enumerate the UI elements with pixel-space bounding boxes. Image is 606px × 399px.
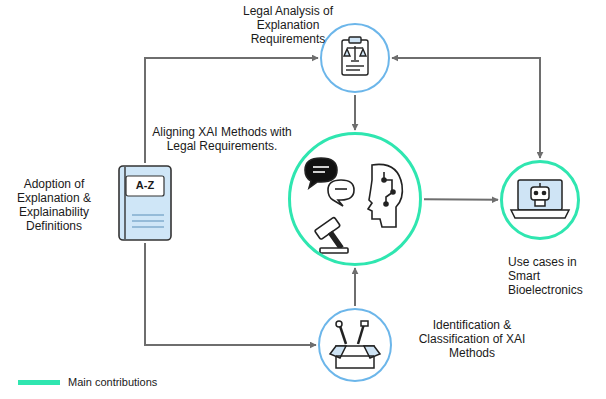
legal-document-icon xyxy=(342,37,368,75)
node-outline xyxy=(318,308,392,382)
legend-text: Main contributions xyxy=(68,376,157,388)
circle-outline xyxy=(502,162,579,239)
flow-arrow xyxy=(145,243,316,345)
laptop-robot-icon xyxy=(511,180,569,218)
book-cover xyxy=(119,166,171,240)
ai-law-icon xyxy=(305,158,402,254)
node-outline xyxy=(118,165,172,241)
circle-outline xyxy=(290,134,421,265)
node-outline xyxy=(320,23,390,93)
node-outline xyxy=(288,132,422,266)
contribution-circle: Use cases in Smart Bioelectronics xyxy=(500,160,580,240)
flow-arrow xyxy=(424,198,498,200)
circle-outline xyxy=(321,24,389,92)
node-label: Legal Analysis of Explanation Requiremen… xyxy=(236,4,340,46)
node-label: Identification & Classification of XAI M… xyxy=(416,318,528,360)
node-outline xyxy=(500,160,580,240)
legend-swatch xyxy=(18,380,60,385)
book-line xyxy=(132,214,164,215)
node-label: Aligning XAI Methods with Legal Requirem… xyxy=(150,125,294,153)
legend-entry: Main contributions xyxy=(18,376,157,388)
node-label: Adoption of Explanation & Explainability… xyxy=(8,177,100,233)
flow-arrow xyxy=(354,268,356,306)
process-circle: Identification & Classification of XAI M… xyxy=(318,308,392,382)
flow-arrow xyxy=(145,58,318,163)
process-circle: Legal Analysis of Explanation Requiremen… xyxy=(320,23,390,93)
book-text: A-Z xyxy=(127,178,163,192)
toolbox-icon xyxy=(330,321,380,368)
book-line xyxy=(132,220,164,221)
flow-arrow xyxy=(354,95,356,130)
book-line xyxy=(132,226,164,227)
node-label: Use cases in Smart Bioelectronics xyxy=(508,255,596,297)
circle-outline xyxy=(319,309,391,381)
flow-arrow xyxy=(392,58,540,158)
contribution-circle: Aligning XAI Methods with Legal Requirem… xyxy=(288,132,422,266)
book-label xyxy=(126,176,164,196)
book-icon: A-ZAdoption of Explanation & Explainabil… xyxy=(118,165,172,241)
